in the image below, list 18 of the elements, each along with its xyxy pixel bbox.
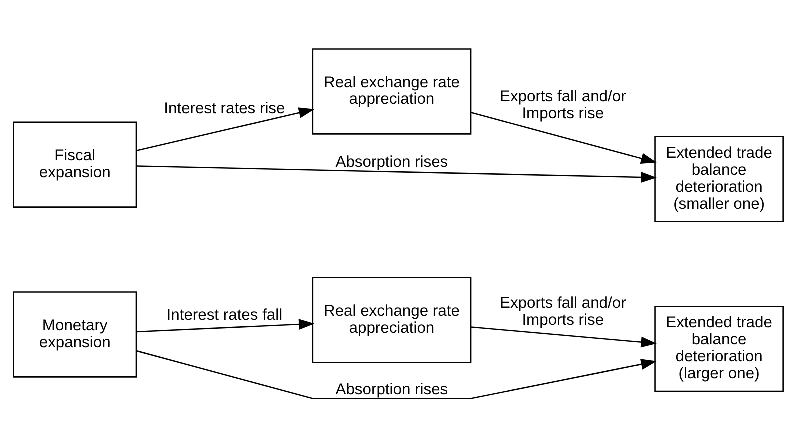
arrow (471, 326, 657, 348)
arrow (136, 166, 657, 183)
edge-label: Exports fall and/or Imports rise (500, 88, 626, 123)
node-box: Extended trade balance deterioration (smaller one) (654, 136, 784, 222)
edge-label: Absorption rises (336, 154, 448, 171)
node-box: Fiscal expansion (13, 122, 138, 208)
arrow (470, 112, 657, 164)
node-box: Real exchange rate appreciation (312, 277, 472, 364)
arrow (136, 319, 315, 333)
node-box: Extended trade balance deterioration (larger one) (654, 306, 784, 392)
arrow (136, 108, 315, 152)
node-box: Monetary expansion (13, 292, 138, 378)
edge-label: Interest rates rise (164, 100, 286, 118)
edge-label: Absorption rises (336, 381, 448, 398)
arrow (136, 350, 657, 400)
node-box: Real exchange rate appreciation (312, 48, 472, 135)
edge-label: Exports fall and/or Imports rise (500, 295, 626, 330)
edge-label: Interest rates fall (166, 306, 283, 324)
